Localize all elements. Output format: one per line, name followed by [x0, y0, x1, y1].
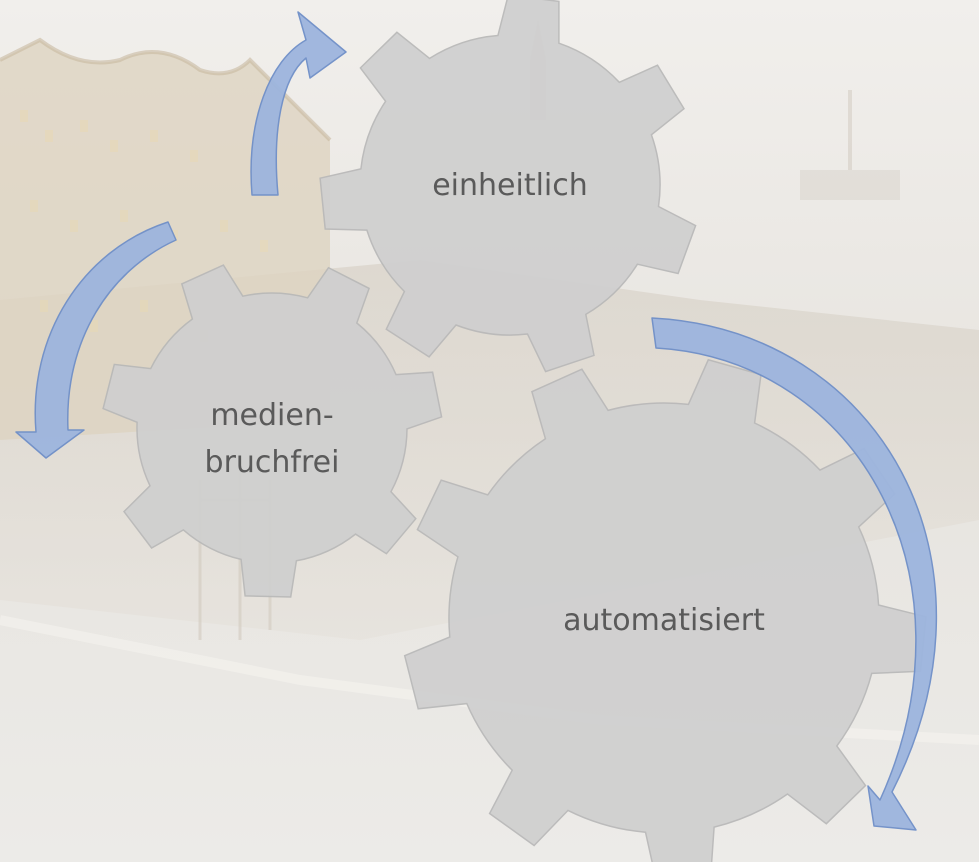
gear-einheitlich [319, 0, 697, 373]
cycle-arrow-left [15, 221, 177, 459]
gear-label-medienbruchfrei-line-1: medien- [210, 398, 333, 433]
gear-medienbruchfrei [102, 264, 443, 598]
gear-label-medienbruchfrei-line-2: bruchfrei [205, 445, 340, 480]
cycle-arrow-right [651, 317, 938, 831]
cycle-arrow-top [250, 11, 347, 196]
gear-label-automatisiert: automatisiert [563, 603, 765, 638]
gear-automatisiert [403, 358, 927, 862]
gear-label-einheitlich: einheitlich [432, 168, 588, 203]
